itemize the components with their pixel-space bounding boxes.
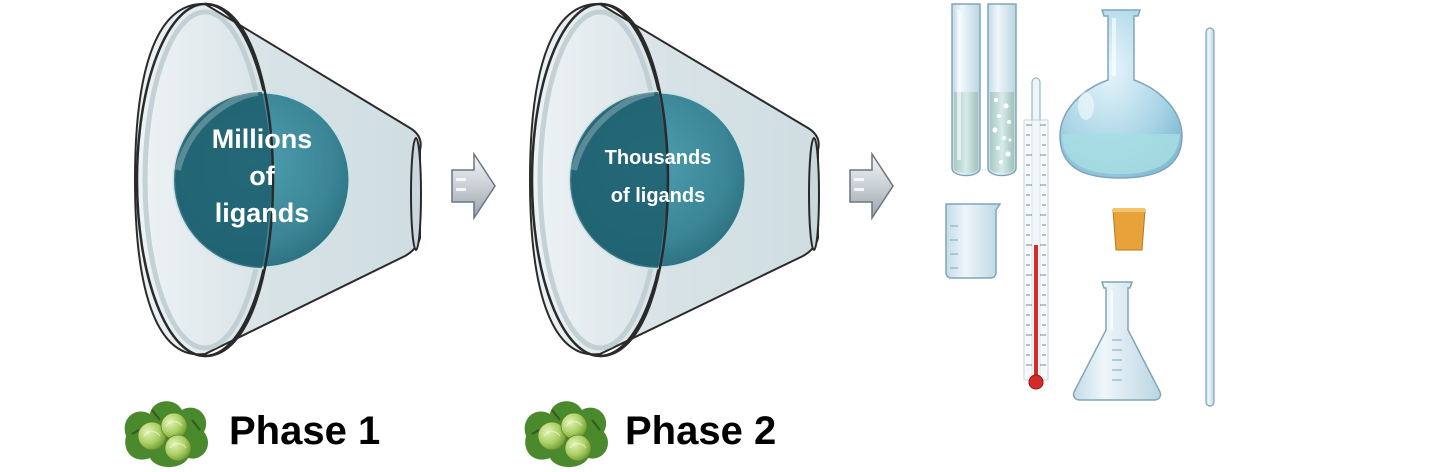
funnel-2-text-line-1: Thousands	[605, 147, 712, 169]
phase-2-label: Phase 2	[625, 409, 777, 453]
lab-glassware-icon	[945, 3, 1215, 407]
funnel-2: Thousands of ligands	[528, 2, 820, 358]
gooseberry-icon	[124, 401, 209, 467]
erlenmeyer-flask	[1072, 281, 1162, 401]
test-tube-2	[987, 3, 1017, 177]
funnel-2-text-line-2: of ligands	[611, 185, 705, 207]
stopper	[1112, 208, 1146, 251]
beaker	[945, 203, 1002, 279]
gooseberry-icon	[524, 401, 609, 467]
funnel-1: Millions of ligands	[133, 2, 422, 358]
thermometer	[1023, 77, 1049, 390]
funnel-1-text-line-3: ligands	[215, 198, 310, 228]
funnel-2-spout	[808, 137, 820, 251]
right-arrow-icon	[849, 151, 894, 221]
funnel-1-text-line-2: of	[249, 161, 275, 191]
glass-rod	[1205, 27, 1215, 407]
funnel-1-spout	[410, 137, 422, 251]
phase-1-label: Phase 1	[229, 409, 381, 453]
funnel-1-text-line-1: Millions	[212, 124, 313, 154]
test-tube-1	[951, 3, 981, 177]
right-arrow-icon	[451, 151, 496, 221]
round-flask	[1059, 9, 1183, 179]
